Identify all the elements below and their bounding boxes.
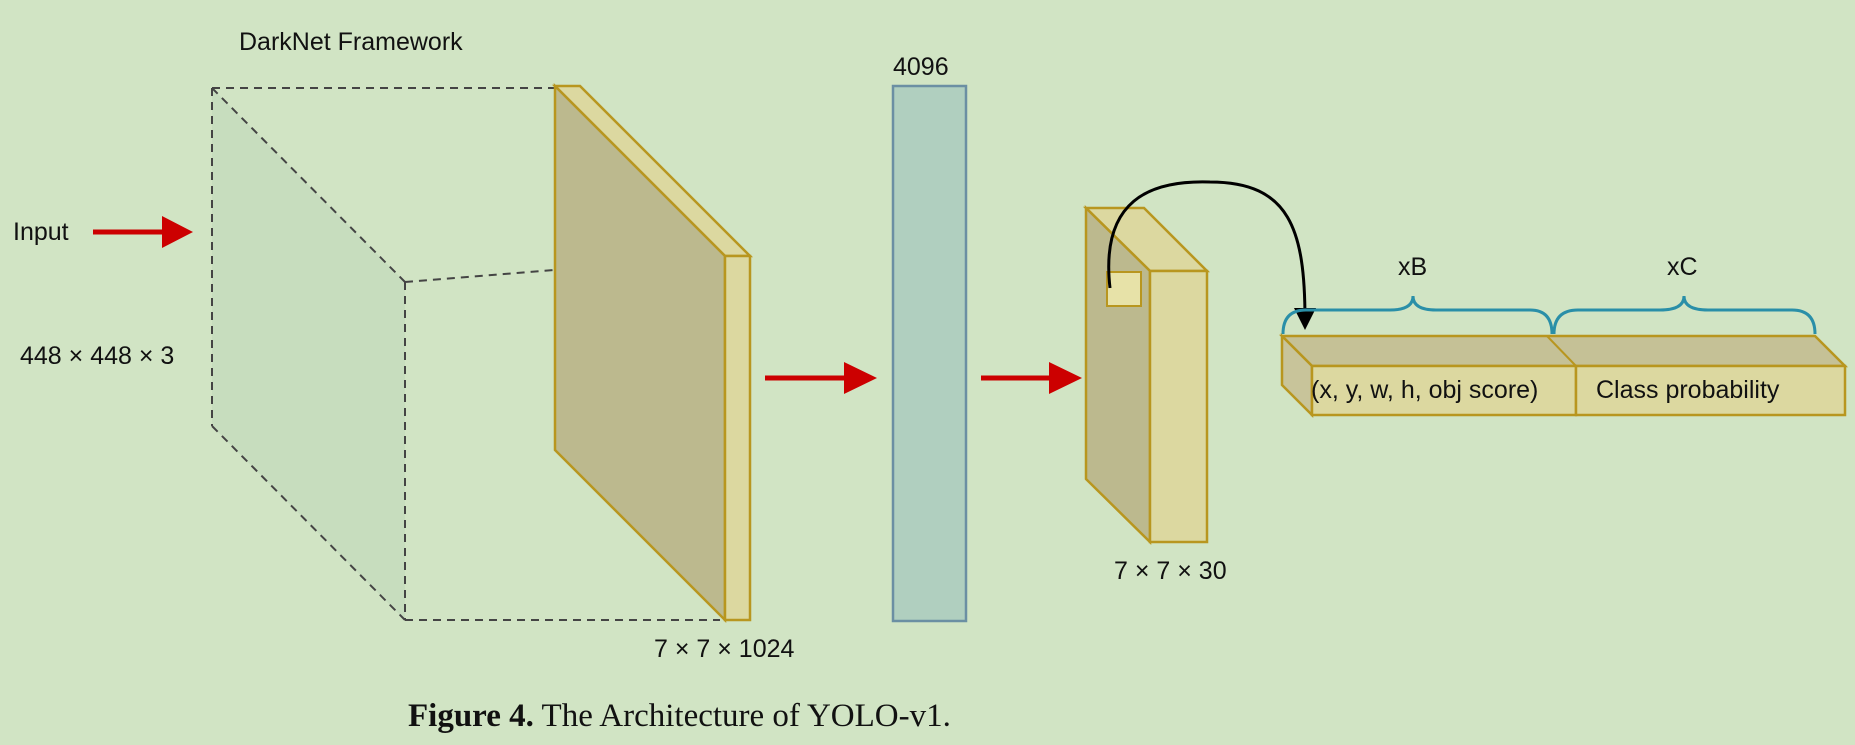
input-arrow: [93, 216, 193, 248]
input-label: Input: [13, 218, 69, 246]
cell-arrow-head: [1294, 308, 1316, 330]
output-tensor: [1082, 205, 1211, 545]
bbox-field-box: [1310, 364, 1578, 417]
darknet-title: DarkNet Framework: [239, 28, 463, 56]
bbox-field-label: (x, y, w, h, obj score): [1311, 376, 1538, 404]
feature-map-tensor: [551, 82, 754, 624]
bbox-brace: [1281, 295, 1554, 335]
class-field-box: [1574, 364, 1847, 417]
fc-layer: [891, 84, 968, 623]
output-vector: [1278, 332, 1849, 419]
input-size-label: 448 × 448 × 3: [20, 342, 174, 370]
figure-label: Figure 4.: [408, 698, 534, 734]
output-size-label: 7 × 7 × 30: [1114, 557, 1227, 585]
feature-size-label: 7 × 7 × 1024: [654, 635, 795, 663]
grid-cell: [1106, 271, 1142, 307]
fc-size-label: 4096: [893, 53, 949, 81]
bbox-repeat-label: xB: [1398, 253, 1427, 281]
figure-caption: Figure 4. The Architecture of YOLO-v1.: [408, 700, 951, 733]
arrow-to-fc: [765, 362, 877, 394]
class-field-label: Class probability: [1596, 376, 1780, 404]
arrow-to-output: [981, 362, 1082, 394]
figure-caption-text: The Architecture of YOLO-v1.: [541, 698, 951, 734]
cell-to-vector-arrow: [1107, 180, 1307, 321]
class-brace: [1552, 295, 1817, 335]
class-repeat-label: xC: [1667, 253, 1698, 281]
